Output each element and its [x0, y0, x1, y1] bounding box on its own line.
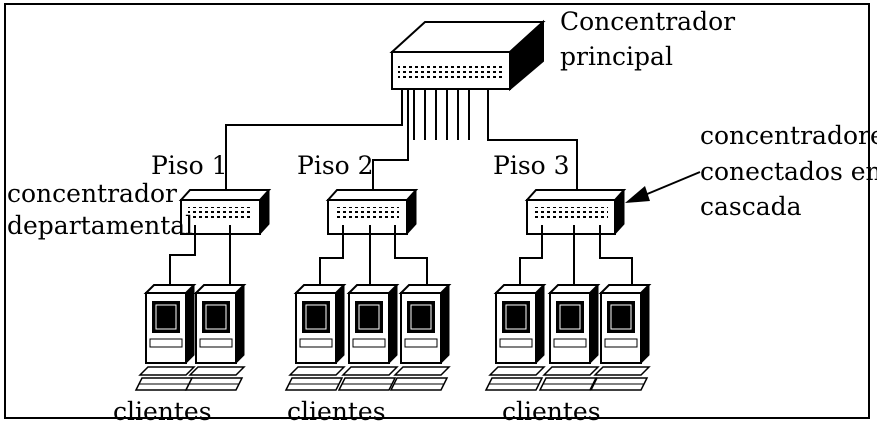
floor-3-label: Piso 3	[493, 151, 570, 180]
client-computer-icon	[284, 283, 347, 391]
main-hub-label-line1: Concentrador	[560, 7, 736, 36]
client-computer-icon	[389, 283, 452, 391]
cascade-arrow	[625, 171, 701, 203]
main-hub-label-line2: principal	[560, 42, 673, 71]
clients-label-floor-1: clientes	[113, 397, 212, 426]
client-computer-icon	[184, 283, 247, 391]
main-hub-icon	[389, 19, 546, 92]
cascade-note-line2: conectados en	[700, 157, 877, 186]
floor-hub-2-icon	[325, 188, 419, 236]
floor-2-label: Piso 2	[297, 151, 374, 180]
client-computer-icon	[589, 283, 652, 391]
department-hub-label-line1: concentrador	[7, 179, 177, 208]
floor-hub-3-icon	[524, 188, 627, 236]
clients-label-floor-2: clientes	[287, 397, 386, 426]
diagram-frame	[4, 3, 870, 419]
department-hub-label-line2: departamental	[7, 211, 194, 240]
client-computer-icon	[538, 283, 601, 391]
clients-label-floor-3: clientes	[502, 397, 601, 426]
client-cables	[169, 225, 633, 285]
floor-hub-1-icon	[178, 188, 272, 236]
floor-1-label: Piso 1	[151, 151, 228, 180]
uplink-cables	[225, 89, 578, 192]
client-computer-icon	[337, 283, 400, 391]
client-computer-icon	[484, 283, 547, 391]
client-computer-icon	[134, 283, 197, 391]
cascade-note-line3: cascada	[700, 192, 802, 221]
cascade-note-line1: concentradores	[700, 121, 877, 150]
